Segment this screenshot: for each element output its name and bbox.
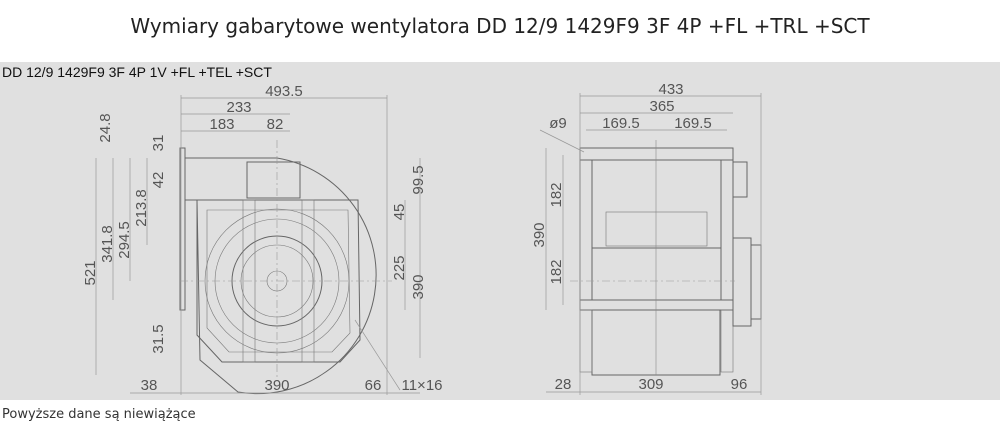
dim-label: 294.5	[116, 221, 133, 259]
dim-label: 82	[267, 116, 284, 133]
dim-label: 31.5	[150, 324, 167, 353]
side-view: 433 365 169.5 169.5 ø9 390 182 182 28 30…	[531, 81, 762, 395]
disclaimer-note: Powyższe dane są niewiążące	[2, 407, 196, 422]
dim-label: 309	[638, 376, 663, 393]
dim-label: 42	[150, 172, 167, 189]
dim-label: 169.5	[674, 115, 712, 132]
dim-label: 66	[365, 377, 382, 394]
dim-label: 28	[555, 376, 572, 393]
model-label: DD 12/9 1429F9 3F 4P 1V +FL +TEL +SCT	[2, 64, 272, 80]
dim-label: 493.5	[265, 83, 303, 100]
dim-label: 521	[82, 260, 99, 285]
hole-diameter-label: ø9	[549, 115, 567, 132]
dim-label: 233	[226, 99, 251, 116]
dim-label: 182	[548, 259, 565, 284]
dim-label: 11×16	[401, 377, 442, 394]
dim-label: 365	[649, 98, 674, 115]
dim-label: 183	[209, 116, 234, 133]
dim-label: 225	[391, 255, 408, 280]
dim-label: 213.8	[133, 189, 150, 227]
dim-label: 169.5	[602, 115, 640, 132]
dim-label: 38	[141, 377, 158, 394]
dim-label: 45	[391, 204, 408, 221]
page-title: Wymiary gabarytowe wentylatora DD 12/9 1…	[130, 14, 870, 38]
dim-label: 24.8	[97, 113, 114, 142]
dim-label: 390	[264, 377, 289, 394]
drawing-panel	[0, 62, 1000, 400]
dim-label: 96	[731, 376, 748, 393]
dim-label: 390	[531, 222, 548, 247]
dim-label: 433	[658, 81, 683, 98]
dim-label: 31	[150, 135, 167, 152]
dim-label: 99.5	[410, 165, 427, 194]
dim-label: 390	[410, 274, 427, 299]
front-view: 493.5 233 183 82 24.8 31 42 213.8 294.5 …	[82, 83, 443, 395]
dim-label: 182	[548, 182, 565, 207]
dim-label: 341.8	[99, 225, 116, 263]
